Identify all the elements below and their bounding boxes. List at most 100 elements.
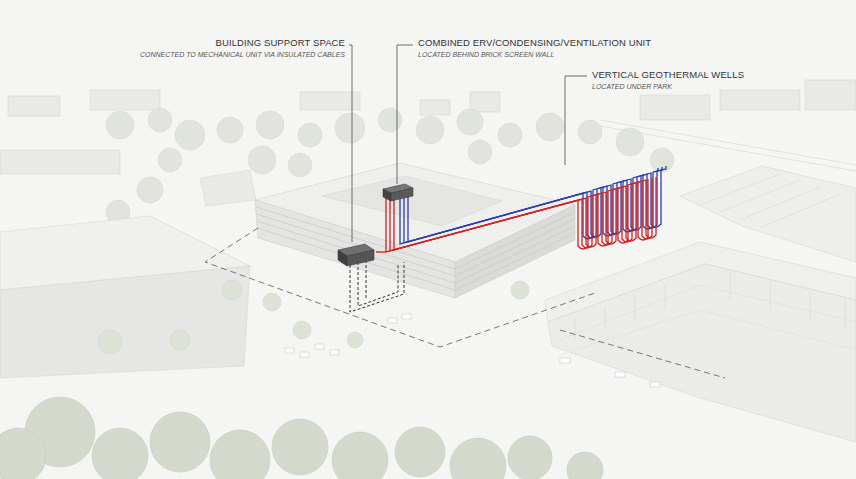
far-buildings-part [420, 100, 450, 115]
far-buildings-part [720, 90, 800, 110]
street-trees-part [263, 293, 281, 311]
rail-line-part [600, 126, 856, 171]
street-trees-part [347, 332, 363, 348]
callout-note: LOCATED UNDER PARK [592, 83, 672, 91]
left-building [0, 216, 250, 378]
callout-title: VERTICAL GEOTHERMAL WELLS [592, 70, 744, 81]
foreground-trees [0, 397, 603, 479]
far-buildings-part [640, 95, 710, 120]
return-pipes-part [404, 167, 662, 243]
parked-cars-part [650, 382, 660, 387]
parked-cars-part [615, 372, 625, 377]
far-buildings-part [200, 170, 256, 206]
support-space-box-part [338, 250, 347, 266]
street-trees-part [170, 330, 190, 350]
insulated-cables-part [350, 262, 404, 312]
insulated-cables-part [358, 262, 398, 306]
callout-note: CONNECTED TO MECHANICAL UNIT VIA INSULAT… [140, 51, 345, 59]
tree-canopy-part [378, 108, 402, 132]
leader-lines [349, 45, 587, 242]
townhouse-row-lower-part [560, 285, 856, 355]
tree-canopy-part [457, 109, 483, 135]
rail-line-part [600, 120, 856, 165]
tree-canopy-part [498, 123, 522, 147]
foreground-trees-part [0, 428, 46, 479]
support-space-box-part [347, 250, 374, 266]
leader-lines-part [349, 45, 352, 242]
townhouse-row-lower-part [575, 272, 845, 340]
street-trees-part [222, 280, 242, 300]
tree-canopy-part [256, 111, 284, 139]
tree-canopy-part [175, 120, 205, 150]
erv-unit-box [383, 184, 413, 201]
callout-title: COMBINED ERV/CONDENSING/VENTILATION UNIT [418, 38, 651, 49]
foreground-trees-part [450, 438, 506, 479]
foreground-trees-part [150, 412, 210, 472]
far-buildings-part [0, 150, 120, 174]
supply-pipes-part [394, 177, 656, 250]
tree-canopy-part [217, 117, 243, 143]
main-building-part [322, 176, 502, 226]
far-buildings-part [8, 96, 60, 116]
support-space-box [338, 244, 374, 266]
foreground-trees-part [92, 428, 148, 479]
townhouse-row-lower [545, 242, 856, 442]
parked-cars-part [300, 352, 309, 357]
site-boundary-part [205, 228, 598, 347]
parked-cars-part [560, 358, 570, 363]
callout-title: BUILDING SUPPORT SPACE [216, 38, 345, 49]
main-building-part [255, 200, 455, 298]
far-buildings-part [805, 80, 856, 110]
foreground-trees-part [395, 427, 445, 477]
tree-canopy-part [288, 153, 312, 177]
street-trees-part [98, 330, 122, 354]
far-buildings-part [90, 90, 160, 110]
far-buildings-part [300, 92, 360, 110]
main-building-part [256, 207, 455, 290]
foreground-trees-part [272, 419, 328, 475]
left-building-part [0, 266, 250, 378]
tree-canopy-part [137, 177, 163, 203]
townhouse-row-upper-part [700, 174, 840, 228]
main-building-part [455, 205, 575, 298]
leader-lines-part [565, 76, 587, 165]
townhouse-row-lower-part [548, 264, 856, 442]
main-building [255, 163, 575, 298]
erv-unit-box-part [383, 189, 391, 201]
tree-canopy-part [416, 116, 444, 144]
tree-canopy-part [106, 111, 134, 139]
parked-cars-part [330, 350, 339, 355]
site-boundary [205, 228, 725, 378]
insulated-cables-part [366, 260, 367, 300]
supply-pipes [376, 177, 656, 252]
far-buildings-part [470, 92, 500, 112]
rail-line [600, 120, 856, 171]
tree-canopy-part [335, 113, 365, 143]
foreground-trees-part [508, 436, 552, 479]
foreground-trees-part [210, 430, 270, 479]
parked-cars-part [388, 318, 397, 323]
parked-cars [285, 314, 660, 387]
foreground-trees-part [332, 432, 388, 479]
foreground-trees-part [567, 452, 603, 479]
parked-cars-part [285, 348, 294, 353]
leader-lines-part [397, 45, 413, 184]
street-trees-part [293, 321, 311, 339]
tree-canopy-part [536, 113, 564, 141]
insulated-cables [350, 260, 404, 312]
erv-unit-box-part [391, 188, 413, 201]
tree-canopy-part [248, 146, 276, 174]
tree-canopy-part [298, 123, 322, 147]
callout-note: LOCATED BEHIND BRICK SCREEN WALL [418, 51, 554, 59]
tree-canopy-part [148, 108, 172, 132]
parked-cars-part [315, 344, 324, 349]
supply-pipes-part [376, 251, 386, 252]
parked-cars-part [402, 314, 411, 319]
street-trees-part [511, 281, 529, 299]
tree-canopy-part [578, 120, 602, 144]
site-boundary-part [560, 330, 725, 378]
tree-canopy-part [158, 148, 182, 172]
tree-canopy-part [616, 128, 644, 156]
